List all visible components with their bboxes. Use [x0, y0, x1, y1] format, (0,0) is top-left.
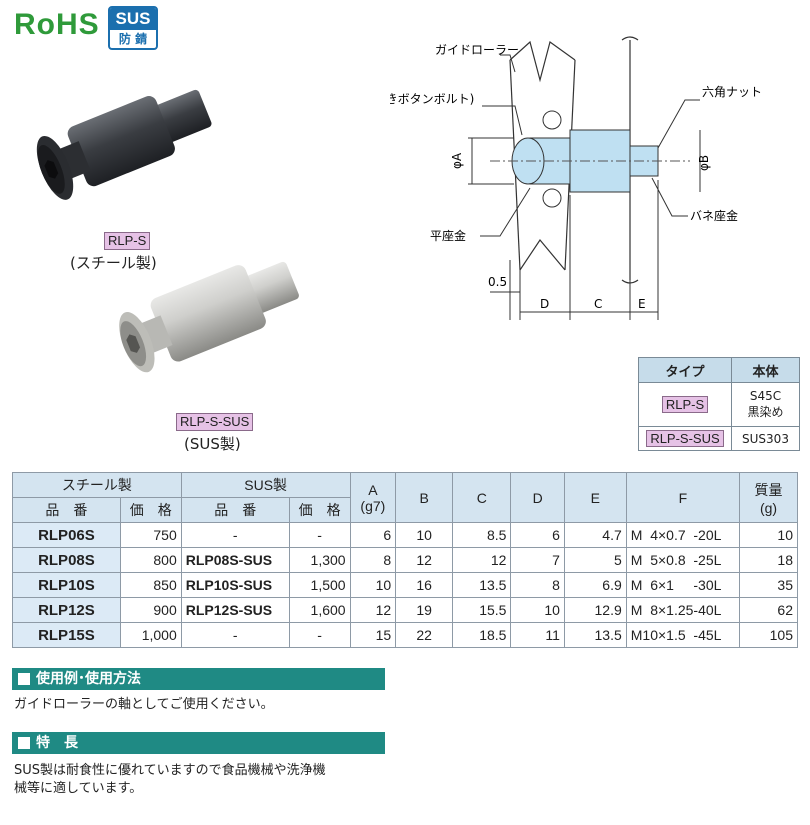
rohs-logo: RoHS — [14, 8, 100, 41]
label-dim-d: D — [540, 297, 549, 311]
header-c: C — [452, 472, 512, 523]
header-sus-price: 価 格 — [288, 497, 351, 523]
header-d: D — [510, 472, 565, 523]
header-steel-price: 価 格 — [119, 497, 182, 523]
label-guide-roller: ガイドローラー — [435, 43, 519, 57]
type-header: タイプ — [638, 357, 732, 383]
header-a: A(g7) — [349, 472, 397, 523]
type-rlp-s: RLP-S — [661, 395, 709, 413]
header-f: F — [625, 472, 741, 523]
sus-badge-bottom: 防 錆 — [118, 32, 148, 46]
body-header: 本体 — [731, 357, 800, 383]
label-bolt: F(六角穴付きボタンボルト) — [390, 91, 474, 106]
features-line-1: SUS製は耐食性に優れていますので食品機械や洗浄機 — [14, 763, 326, 778]
steel-caption: (スチール製) — [70, 254, 157, 272]
dimension-diagram: ガイドローラー F(六角穴付きボタンボルト) 六角ナット 平座金 バネ座金 φA… — [390, 36, 762, 320]
header-e: E — [563, 472, 627, 523]
label-dim-05: 0.5 — [488, 275, 507, 289]
header-sus-part: 品 番 — [180, 497, 290, 523]
spec-table: スチール製 SUS製 A(g7) B C D E F 質量(g) 品 番 価 格… — [12, 472, 798, 648]
sus-badge-top: SUS — [110, 8, 156, 30]
sus-caption: (SUS製) — [184, 435, 241, 453]
label-dim-e: E — [638, 297, 646, 311]
label-phi-a: φA — [450, 152, 464, 169]
label-washer: 平座金 — [430, 228, 466, 243]
usage-title: 使用例･使用方法 — [12, 668, 385, 690]
sus-label: RLP-S-SUS — [176, 413, 254, 431]
body-rlp-s-1: S45C — [749, 389, 782, 403]
header-b: B — [395, 472, 454, 523]
steel-label: RLP-S — [104, 232, 151, 250]
sus-pin-image — [119, 261, 299, 373]
features-line-2: 械等に適しています。 — [14, 781, 143, 796]
features-title: 特 長 — [12, 732, 385, 754]
header-steel: スチール製 — [12, 472, 182, 498]
sus-badge: SUS 防 錆 — [108, 6, 158, 50]
body-rlp-s-sus: SUS303 — [731, 426, 800, 451]
header-sus: SUS製 — [180, 472, 351, 498]
header-mass: 質量(g) — [739, 472, 798, 523]
steel-pin-image — [36, 89, 212, 200]
label-phi-b: φB — [697, 155, 711, 171]
label-dim-c: C — [594, 297, 602, 311]
header-steel-part: 品 番 — [12, 497, 121, 523]
label-hex-nut: 六角ナット — [702, 85, 762, 99]
usage-text: ガイドローラーの軸としてご使用ください。 — [14, 697, 274, 712]
label-spring-washer: バネ座金 — [690, 208, 738, 223]
body-rlp-s-2: 黒染め — [747, 405, 784, 419]
type-table: タイプ 本体 RLP-S S45C 黒染め RLP-S-SUS SUS303 — [638, 357, 800, 451]
type-rlp-s-sus: RLP-S-SUS — [646, 429, 724, 447]
